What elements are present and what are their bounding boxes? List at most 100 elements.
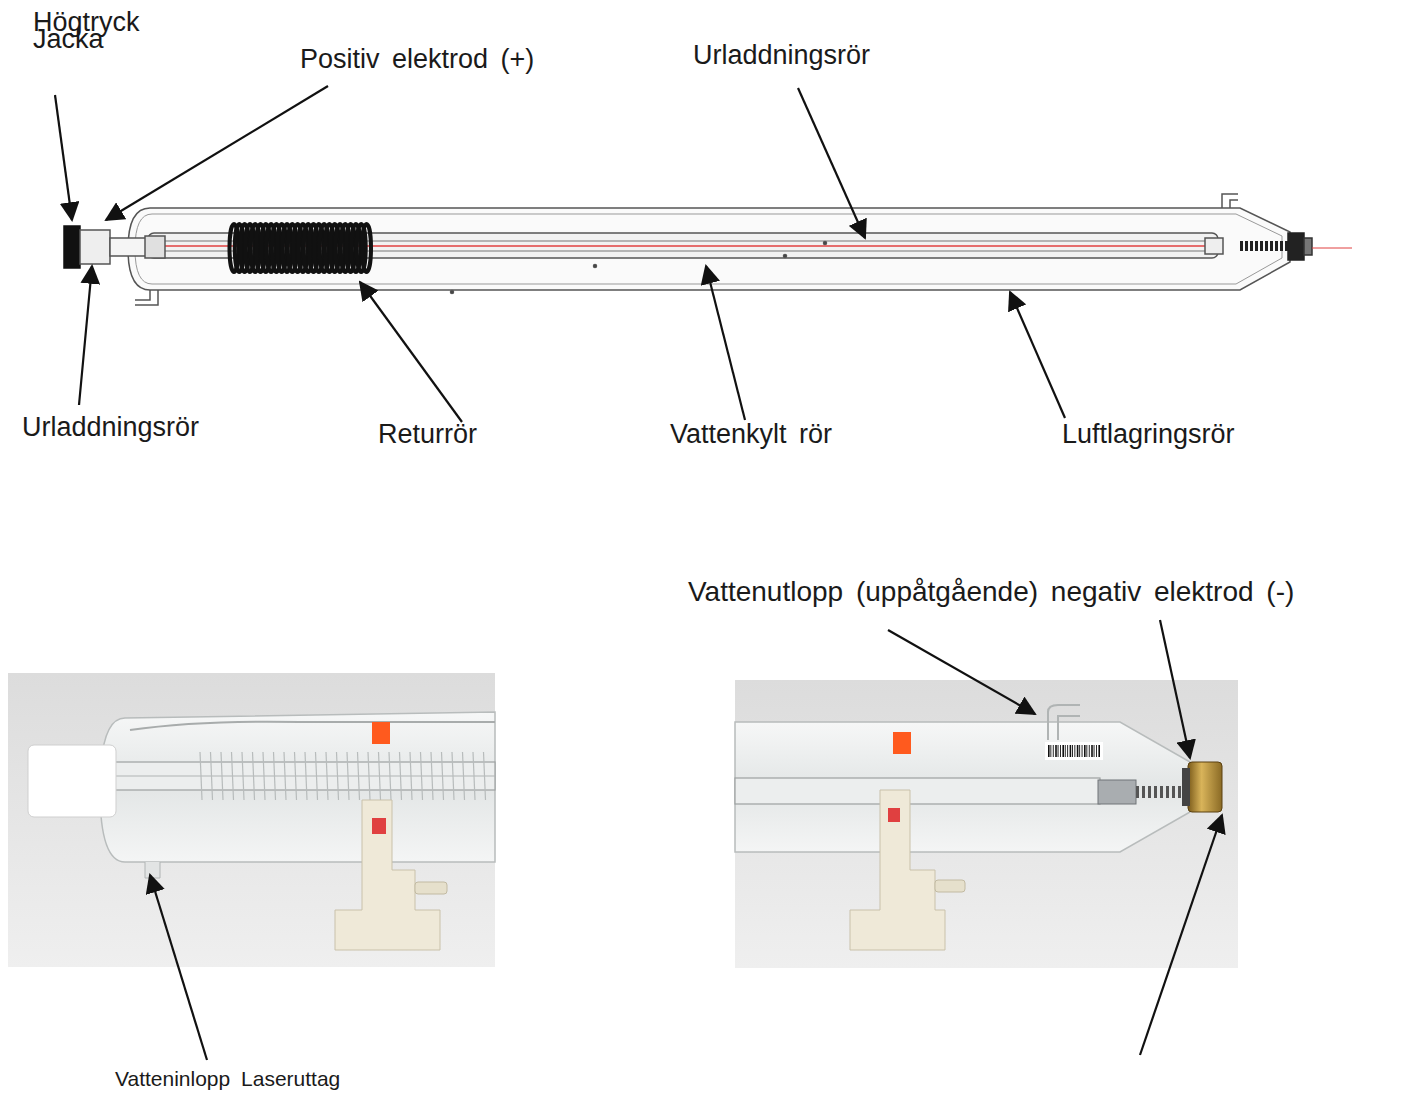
barcode-bar (1070, 745, 1072, 757)
leader-line (79, 266, 92, 405)
stand-screw (935, 880, 965, 892)
part-label: Högtryck Jacka (33, 14, 168, 47)
white-cap (28, 745, 116, 817)
leader-line (888, 630, 1035, 714)
mark (784, 255, 787, 258)
barcode-bar (1067, 745, 1069, 757)
coil-mark (253, 752, 255, 800)
coil-turn (362, 224, 371, 272)
barcode-bar (1055, 745, 1057, 757)
barcode-bar (1062, 745, 1064, 757)
barcode-bar (1088, 745, 1090, 757)
coil-mark (284, 752, 286, 800)
leader-line (55, 95, 72, 220)
mark (451, 291, 454, 294)
leader-line (360, 282, 462, 422)
barcode-bar (1098, 745, 1100, 757)
water-inlet (135, 290, 158, 305)
coil-mark (442, 752, 444, 800)
part-label: Luftlagringsrör (1062, 421, 1235, 448)
discharge-tube (115, 776, 495, 777)
photo-inlet-end (8, 673, 495, 967)
coil-mark (389, 752, 391, 800)
coil-mark (347, 752, 349, 800)
output-window (1304, 238, 1312, 255)
coil-mark (358, 752, 360, 800)
gold-cap (1188, 762, 1222, 812)
coil-mark (305, 752, 307, 800)
barcode-bar (1048, 745, 1050, 757)
barcode-bar (1072, 745, 1074, 757)
leader-line (706, 266, 745, 420)
high-voltage-cap (64, 226, 80, 268)
coil-mark (368, 752, 370, 800)
part-label: Vattenutlopp (uppåtgående) negativ elekt… (688, 578, 1294, 606)
barcode-bar (1064, 745, 1066, 757)
photo-background (8, 673, 495, 967)
inner-tube (735, 778, 1100, 804)
part-label: Returrör (378, 421, 477, 448)
barcode-bar (1077, 745, 1079, 757)
barcode-bar (1079, 745, 1081, 757)
leader-line (1160, 620, 1190, 758)
coil-mark (431, 752, 433, 800)
coil-marks (200, 752, 486, 800)
leader-lines (55, 86, 1222, 1060)
coil-mark (400, 752, 402, 800)
output-mirror-cap (1288, 233, 1304, 260)
barcode-bar (1074, 745, 1076, 757)
coil-mark (484, 752, 486, 800)
water-inlet-nozzle (145, 862, 160, 878)
part-label: Urladdningsrör (693, 42, 870, 69)
barcode-bar (1086, 745, 1088, 757)
coil-mark (473, 752, 475, 800)
coil-mark (295, 752, 297, 800)
coil-mark (200, 752, 202, 800)
spring (1240, 241, 1290, 251)
output-beam (1312, 248, 1352, 249)
cap-ring (1182, 768, 1190, 806)
water-outlet (1222, 194, 1238, 208)
return-tube-coil (230, 224, 372, 272)
laser-tube-drawing (64, 194, 1352, 305)
tube-stand (850, 790, 945, 950)
stand-mark (888, 808, 900, 822)
coil-mark (263, 752, 265, 800)
coil-mark (421, 752, 423, 800)
electrode-neck (110, 238, 150, 256)
barcode-label (1045, 742, 1103, 760)
orange-tag (893, 732, 911, 754)
coil-mark (221, 752, 223, 800)
part-label: Positiv elektrod (+) (300, 46, 534, 73)
tube-stand (335, 800, 440, 950)
cathode (1205, 238, 1223, 254)
barcode (1048, 745, 1100, 757)
glass-tube (735, 722, 1190, 852)
orange-tag (372, 722, 390, 744)
return-pipe (130, 722, 495, 730)
barcode-bar (1096, 745, 1098, 757)
leader-line (798, 88, 865, 238)
coil-mark (326, 752, 328, 800)
electrode-holder (80, 230, 110, 264)
barcode-bar (1081, 745, 1083, 757)
coil-mark (337, 752, 339, 800)
leader-line (1010, 292, 1065, 418)
coil-mark (316, 752, 318, 800)
stand-mark (372, 818, 386, 834)
coil-mark (379, 752, 381, 800)
leader-line (150, 875, 207, 1060)
photo-outlet-end (735, 680, 1238, 968)
coil-mark (242, 752, 244, 800)
barcode-bar (1057, 745, 1059, 757)
leader-line (1140, 815, 1222, 1055)
coil-mark (274, 752, 276, 800)
coil-mark (232, 752, 234, 800)
barcode-bar (1084, 745, 1086, 757)
glass-tube (100, 712, 495, 862)
photo-background (735, 680, 1238, 968)
stand-screw (415, 882, 447, 894)
coil-mark (211, 752, 213, 800)
